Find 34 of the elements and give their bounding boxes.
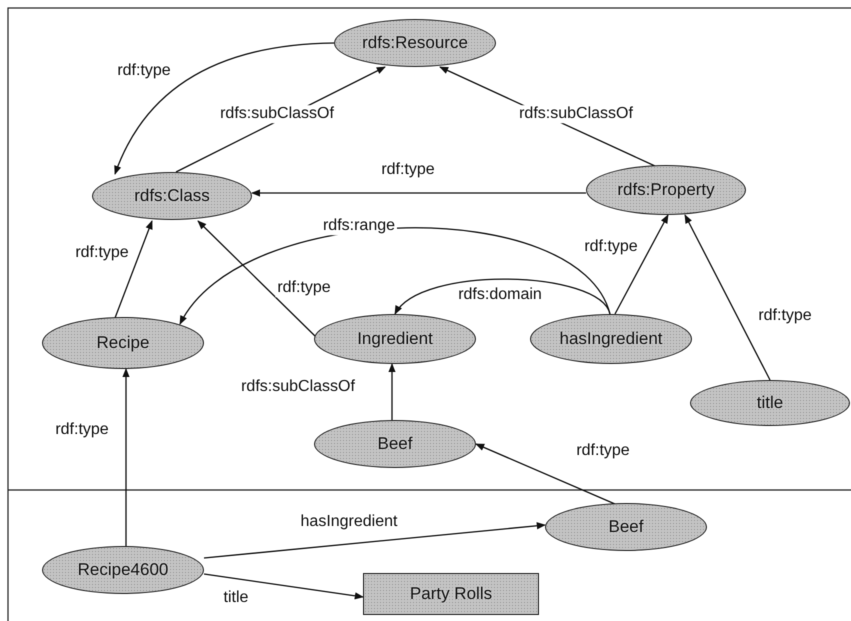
- class-ellipse: Recipe4600: [42, 546, 204, 594]
- edge-label: rdfs:subClassOf: [517, 105, 635, 123]
- edge-label: rdf:type: [574, 442, 632, 460]
- class-ellipse: Ingredient: [314, 314, 476, 364]
- arrow: [114, 220, 153, 318]
- class-ellipse: title: [690, 380, 850, 426]
- edge-label: rdf:type: [379, 161, 437, 179]
- edge-label: rdf:type: [275, 279, 333, 297]
- edge-label: rdf:type: [53, 421, 111, 439]
- arrow: [204, 573, 364, 600]
- arrow: [684, 214, 771, 380]
- class-ellipse: rdfs:Property: [586, 165, 746, 215]
- class-ellipse: hasIngredient: [530, 314, 692, 364]
- arrow: [122, 368, 130, 546]
- edge-label: rdf:type: [73, 244, 131, 262]
- class-ellipse: Beef: [545, 503, 707, 551]
- literal-box: Party Rolls: [363, 573, 539, 615]
- class-ellipse: Beef: [314, 420, 476, 468]
- class-ellipse: rdfs:Resource: [334, 19, 496, 67]
- arrow: [114, 42, 334, 175]
- arrow: [204, 522, 546, 559]
- arrow: [475, 443, 616, 505]
- arrow: [197, 220, 316, 336]
- edge-label: hasIngredient: [298, 513, 400, 531]
- edge-label: rdf:type: [115, 62, 173, 80]
- arrow: [251, 189, 586, 197]
- edge-label: rdf:type: [582, 238, 640, 256]
- class-ellipse: rdfs:Class: [92, 172, 252, 220]
- arrow: [614, 214, 669, 314]
- class-ellipse: Recipe: [42, 317, 204, 369]
- edge-label: rdfs:subClassOf: [218, 105, 336, 123]
- edge-label: rdf:type: [756, 307, 814, 325]
- arrow: [394, 278, 611, 315]
- arrow: [388, 363, 396, 420]
